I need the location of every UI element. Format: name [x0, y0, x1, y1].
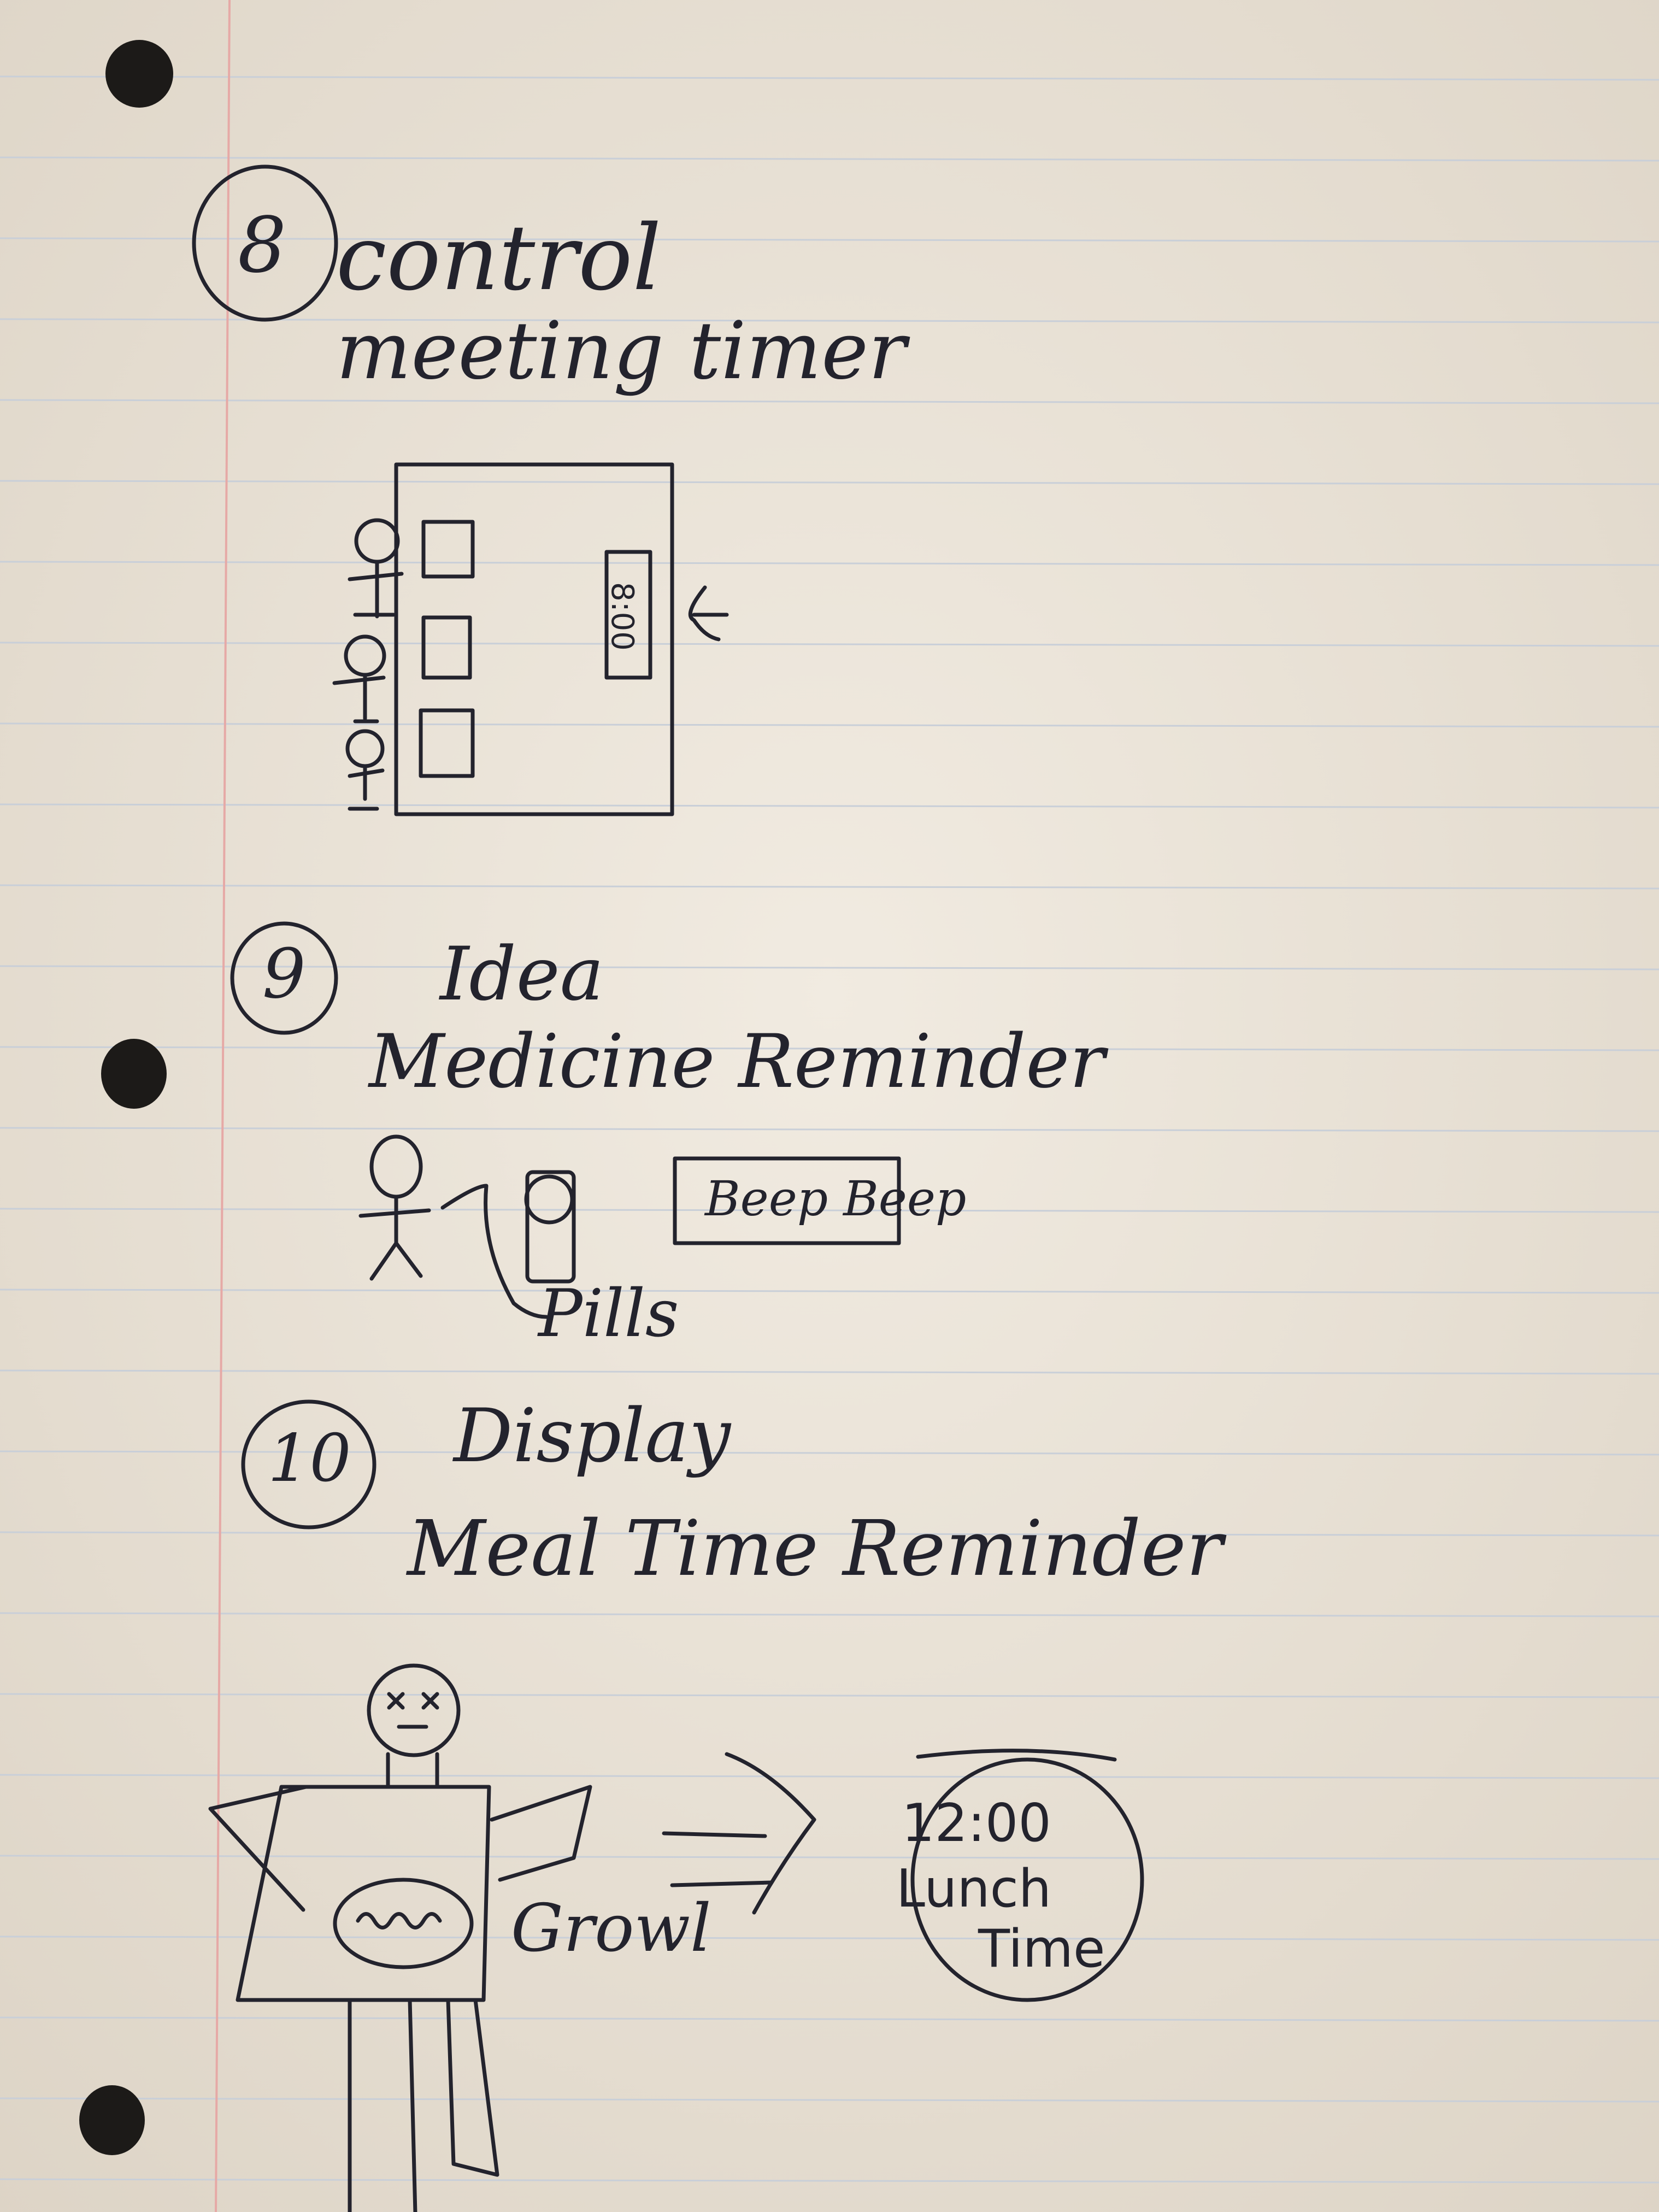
sketch-10-category: Display: [454, 1393, 731, 1479]
ruled-line: [0, 1046, 1659, 1051]
growl-label: Growl: [511, 1891, 711, 1967]
agenda-card-2: [421, 615, 472, 680]
pill-bottle-cap: [524, 1174, 574, 1225]
clock-line-1: Lunch: [896, 1859, 1052, 1919]
sketch-10-title: Meal Time Reminder: [407, 1504, 1223, 1593]
sketch-9-title: Medicine Reminder: [369, 1019, 1105, 1104]
number-8-circle: [192, 164, 338, 322]
timer-readout: 8:00: [604, 582, 640, 651]
alert-text: Beep Beep: [705, 1170, 967, 1227]
sketch-8-category: control: [336, 205, 662, 310]
stomach-icon: [333, 1878, 474, 1969]
ruled-line: [0, 803, 1659, 809]
pill-bottle-icon: [525, 1170, 576, 1284]
sketch-9-number: 9: [262, 934, 306, 1014]
dizzy-eyes-icon: [387, 1692, 439, 1729]
ruled-line: [0, 1855, 1659, 1860]
ruled-line: [0, 722, 1659, 728]
stomach-growl-icon: [356, 1912, 442, 1929]
ruled-line: [0, 884, 1659, 890]
person-icon: [332, 634, 386, 723]
ruled-line: [0, 1127, 1659, 1132]
sketch-9-category: Idea: [440, 931, 604, 1017]
clock-display: [910, 1757, 1144, 2002]
pills-pointer-line: [440, 1184, 549, 1319]
person-icon: [358, 1134, 431, 1281]
ruled-line: [0, 1774, 1659, 1779]
ruled-line: [0, 1693, 1659, 1698]
ruled-line: [0, 156, 1659, 162]
number-10-circle: [241, 1399, 376, 1529]
timer-display: [604, 550, 652, 680]
meeting-room-outline: [394, 462, 674, 816]
ruled-line: [0, 2178, 1659, 2184]
person-icon: [345, 729, 385, 811]
ruled-line: [0, 237, 1659, 243]
number-9-circle: [230, 921, 338, 1035]
sketch-8-title: meeting timer: [336, 305, 907, 397]
hungry-face: [367, 1663, 461, 1757]
sketch-8-number: 8: [238, 201, 287, 290]
binder-hole-top: [105, 40, 173, 108]
clock-top-mark: [916, 1749, 1117, 1762]
ruled-line: [0, 965, 1659, 970]
ruled-line: [0, 75, 1659, 81]
ruled-line: [0, 1208, 1659, 1213]
clock-line-2: Time: [978, 1919, 1105, 1979]
ruled-lines: [0, 75, 1659, 2184]
ruled-line: [0, 642, 1659, 647]
sketch-10-number: 10: [268, 1421, 351, 1497]
ruled-line: [0, 1531, 1659, 1537]
binder-hole-bottom: [79, 2085, 145, 2155]
ruled-line: [0, 1450, 1659, 1456]
ruled-line: [0, 1289, 1659, 1294]
pointer-arrow-icon: [688, 585, 729, 642]
binder-hole-middle: [101, 1039, 167, 1109]
agenda-card-3: [419, 708, 475, 778]
clock-time: 12:00: [902, 1793, 1051, 1854]
ruled-line: [0, 561, 1659, 566]
ruled-line: [0, 1369, 1659, 1375]
ruled-line: [0, 399, 1659, 404]
ruled-line: [0, 1612, 1659, 1617]
ruled-line: [0, 2016, 1659, 2022]
margin-line: [215, 0, 231, 2212]
ruled-line: [0, 480, 1659, 485]
agenda-card-1: [421, 520, 475, 579]
implies-arrow-icon: [662, 1752, 816, 1915]
hungry-person-body: [208, 1752, 592, 2212]
person-icon: [348, 518, 404, 619]
alert-box: [673, 1156, 901, 1245]
ruled-line: [0, 1935, 1659, 1941]
ruled-line: [0, 2097, 1659, 2103]
pills-label: Pills: [538, 1276, 679, 1352]
